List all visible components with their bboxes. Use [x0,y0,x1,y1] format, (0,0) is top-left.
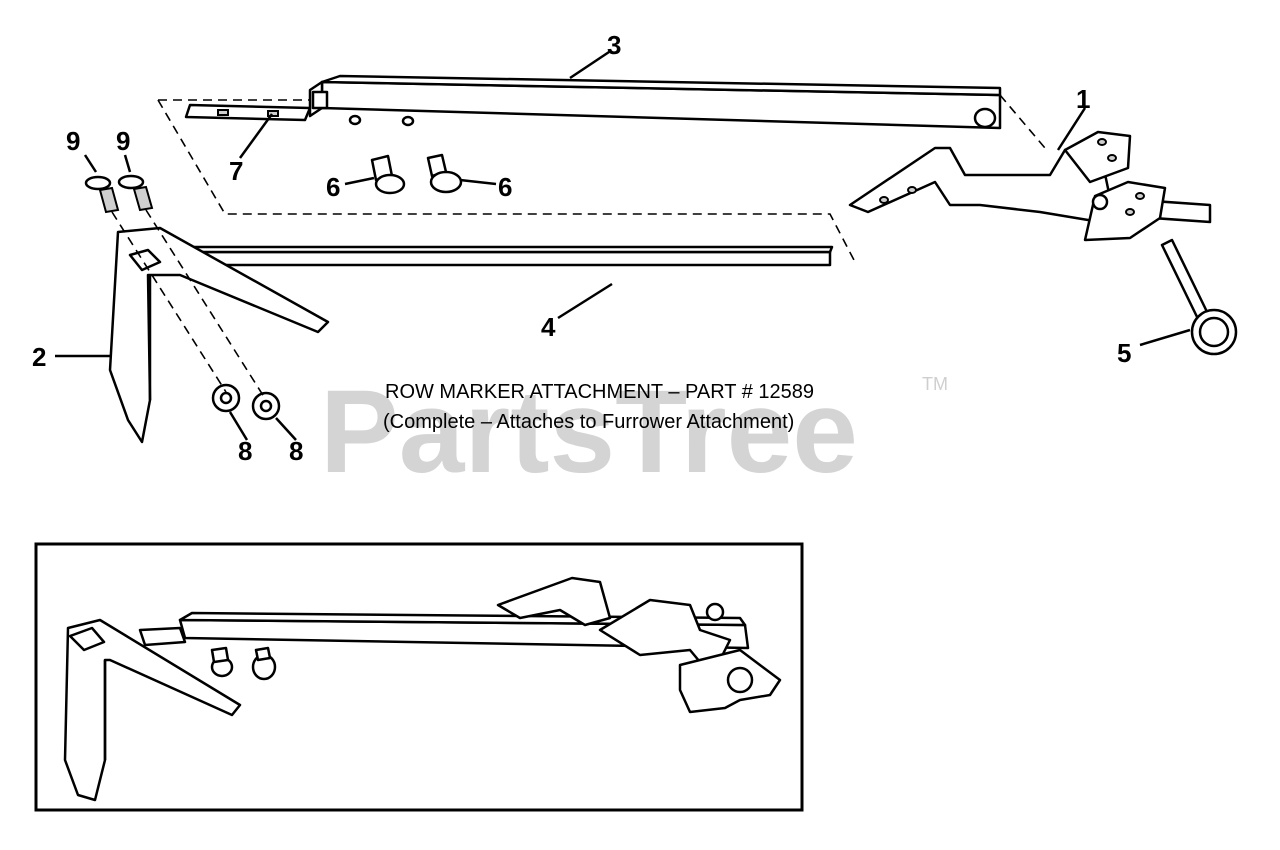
watermark-tm: TM [922,374,948,394]
assembly-dashed-outline-left [157,99,856,263]
assembled-view-inset [34,542,804,812]
assembly-dashed-outline-right [999,94,1046,149]
bolt-left [84,175,120,214]
bolt-right [117,174,154,212]
lock-nut-left [211,383,241,413]
callout-7: 7 [229,156,243,186]
lock-nut-right [251,391,281,421]
callout-4: 4 [541,312,556,342]
caption-subtitle: (Complete – Attaches to Furrower Attachm… [383,411,794,433]
callout-9-right: 9 [116,126,130,156]
wing-screw-left [370,154,406,195]
caption-title: ROW MARKER ATTACHMENT – PART # 12589 [385,381,814,403]
callout-1: 1 [1076,84,1090,114]
insert-strip [184,103,312,122]
callout-8-right: 8 [289,436,303,466]
marker-blade [108,226,330,444]
mounting-bracket [848,130,1212,242]
inner-bar [176,245,834,267]
callout-9-left: 9 [66,126,80,156]
outer-tube [308,74,1002,130]
callout-5: 5 [1117,338,1131,368]
watermark-text: PartsTree [320,366,858,498]
wing-screw-right [426,153,463,194]
callout-8-left: 8 [238,436,252,466]
callout-6-left: 6 [326,172,340,202]
callout-2: 2 [32,342,46,372]
leader-lines [55,50,1191,441]
callout-3: 3 [607,30,621,60]
hitch-pin [1160,238,1238,356]
alignment-line-bolts [111,209,267,401]
callout-6-right: 6 [498,172,512,202]
